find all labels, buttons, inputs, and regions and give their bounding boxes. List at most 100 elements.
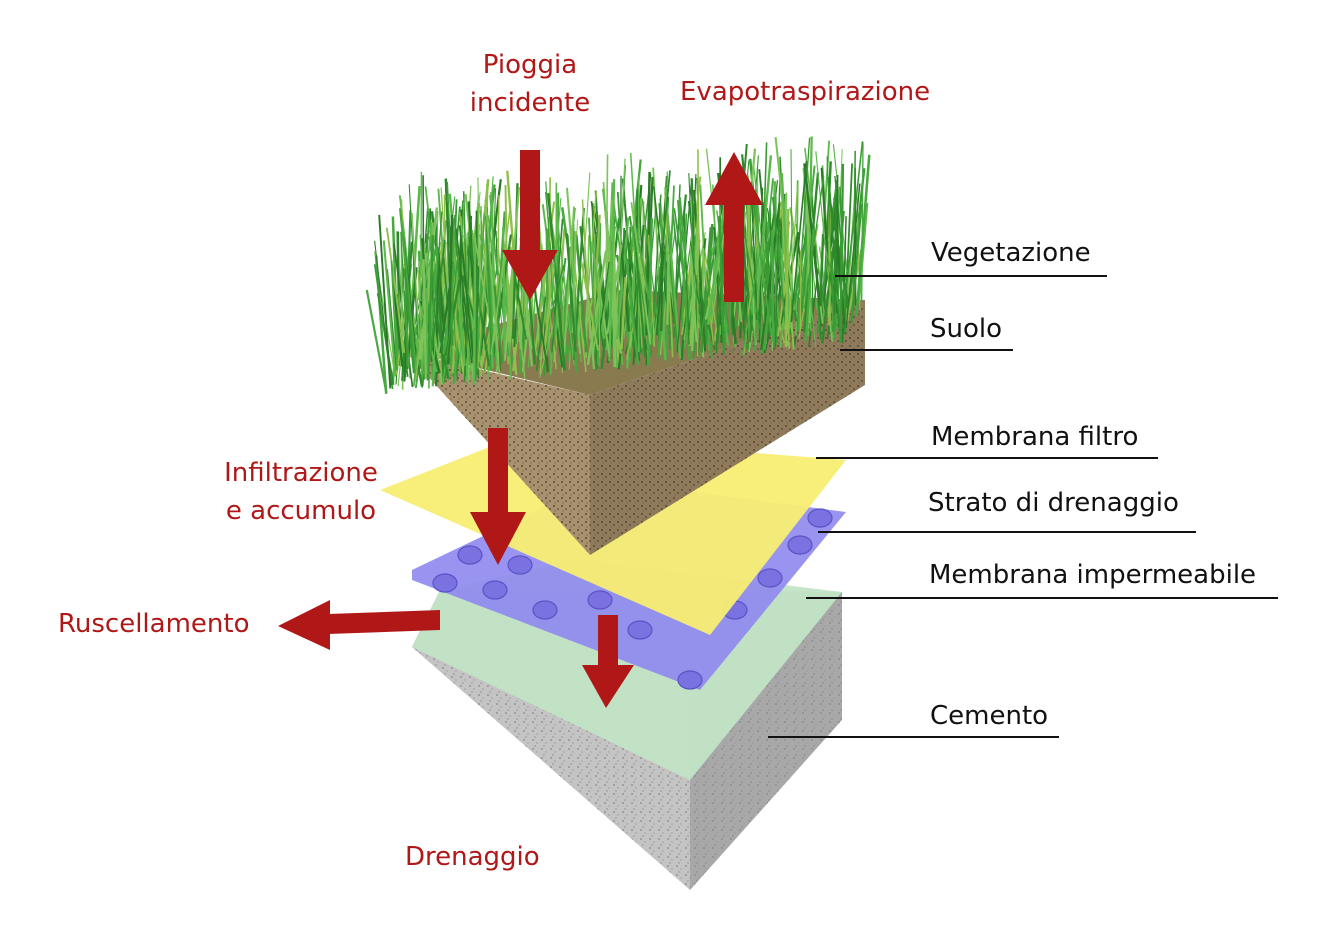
grass-blade — [615, 217, 630, 340]
grass-blade — [562, 206, 575, 360]
grass-blade — [806, 192, 811, 324]
grass-blade — [586, 250, 608, 366]
grass-blade — [430, 211, 443, 354]
grass-blade — [690, 214, 700, 351]
grass-blade — [829, 201, 850, 306]
grass-blade — [429, 285, 450, 379]
grass-blade — [681, 213, 688, 328]
grass-blade — [501, 227, 512, 380]
grass-blade — [697, 192, 699, 357]
grass-blade — [382, 240, 397, 377]
grass-blade — [390, 260, 398, 371]
grass-blade — [608, 179, 616, 343]
grass-blade — [756, 214, 776, 321]
drainage-arrow — [582, 615, 634, 708]
rain-label-line1: Pioggia — [482, 50, 578, 80]
grass-blade — [826, 156, 835, 336]
layer-label-concrete: Cemento — [930, 701, 1049, 731]
grass-blade — [818, 234, 825, 321]
grass-blade — [403, 268, 416, 374]
grass-blade — [855, 154, 871, 317]
rain-label: Pioggia incidente — [455, 46, 605, 122]
grass-blade — [689, 245, 698, 343]
grass-blade — [431, 239, 446, 350]
grass-blade — [490, 256, 506, 355]
grass-blade — [845, 183, 861, 329]
grass-blade — [594, 231, 599, 367]
grass-blade — [459, 202, 465, 372]
grass-blade — [803, 175, 825, 309]
infiltration-label-line2: e accumulo — [225, 496, 377, 526]
grass-blade — [743, 227, 749, 350]
layer-label-waterproof-membrane: Membrana impermeabile — [929, 560, 1257, 590]
grass-blade — [649, 275, 659, 358]
grass-blade — [374, 240, 392, 386]
grass-blade — [472, 237, 477, 386]
grass-blade — [818, 246, 834, 342]
grass-blade — [780, 173, 791, 329]
grass-blade — [476, 242, 489, 369]
grass-blade — [655, 250, 665, 331]
grass-blade — [591, 241, 606, 339]
grass-blade — [545, 181, 557, 352]
grass-blade — [580, 262, 599, 351]
grass-blade — [546, 192, 566, 371]
grass-blade — [742, 226, 761, 329]
grass-blade — [412, 232, 432, 387]
layer-label-soil: Suolo — [930, 314, 1003, 344]
grass-blade — [804, 228, 815, 342]
grass-blade — [485, 216, 493, 353]
grass-blade — [760, 202, 781, 351]
grass-blade — [683, 210, 690, 345]
grass-blade — [468, 237, 490, 367]
grass-blade — [790, 161, 808, 323]
runoff-arrow — [278, 600, 440, 650]
grass-blade — [858, 202, 869, 302]
grass-blade — [565, 233, 577, 352]
grass-blade — [502, 261, 507, 351]
grass-blade — [852, 150, 856, 311]
evapotranspiration-arrow — [705, 152, 763, 302]
grass-blade — [546, 198, 562, 357]
grass-blade — [476, 213, 485, 373]
grass-blade — [754, 214, 773, 336]
layer-label-drainage-layer: Strato di drenaggio — [928, 488, 1179, 518]
grass-blade — [790, 149, 794, 316]
grass-blade — [455, 229, 473, 364]
grass-blade — [690, 241, 705, 344]
grass-blade — [799, 249, 802, 331]
grass-blade — [700, 227, 713, 353]
grass-blade — [447, 214, 454, 365]
grass-blade — [491, 234, 512, 359]
grass-blade — [700, 237, 718, 338]
grass-blade — [607, 280, 619, 369]
grass-blade — [577, 172, 591, 347]
grass-blade — [493, 285, 504, 364]
grass-blade — [422, 259, 427, 379]
infiltration-arrow — [470, 428, 526, 565]
grass-blade — [774, 170, 781, 349]
grass-blade — [784, 208, 790, 348]
grass-blade — [400, 231, 409, 360]
grass-blade — [484, 199, 501, 376]
infiltration-label: Infiltrazione e accumulo — [212, 454, 390, 530]
grass-blade — [839, 163, 845, 344]
grass-blade — [702, 254, 715, 345]
grass-blade — [850, 204, 863, 325]
grass-blade — [620, 276, 627, 350]
grass-blade — [374, 255, 388, 394]
grass-blade — [827, 177, 841, 332]
grass-blade — [398, 208, 418, 375]
grass-blade — [635, 251, 647, 358]
grass-blade — [692, 189, 707, 352]
grass-blade — [448, 193, 466, 366]
grass-blade — [586, 298, 595, 369]
grass-blade — [630, 202, 652, 345]
grass-blade — [763, 218, 771, 324]
grass-blade — [766, 217, 782, 338]
grass-blade — [741, 247, 762, 356]
rain-label-line2: incidente — [469, 88, 591, 118]
evapotranspiration-label: Evapotraspirazione — [680, 77, 931, 107]
grass-blade — [633, 224, 642, 353]
